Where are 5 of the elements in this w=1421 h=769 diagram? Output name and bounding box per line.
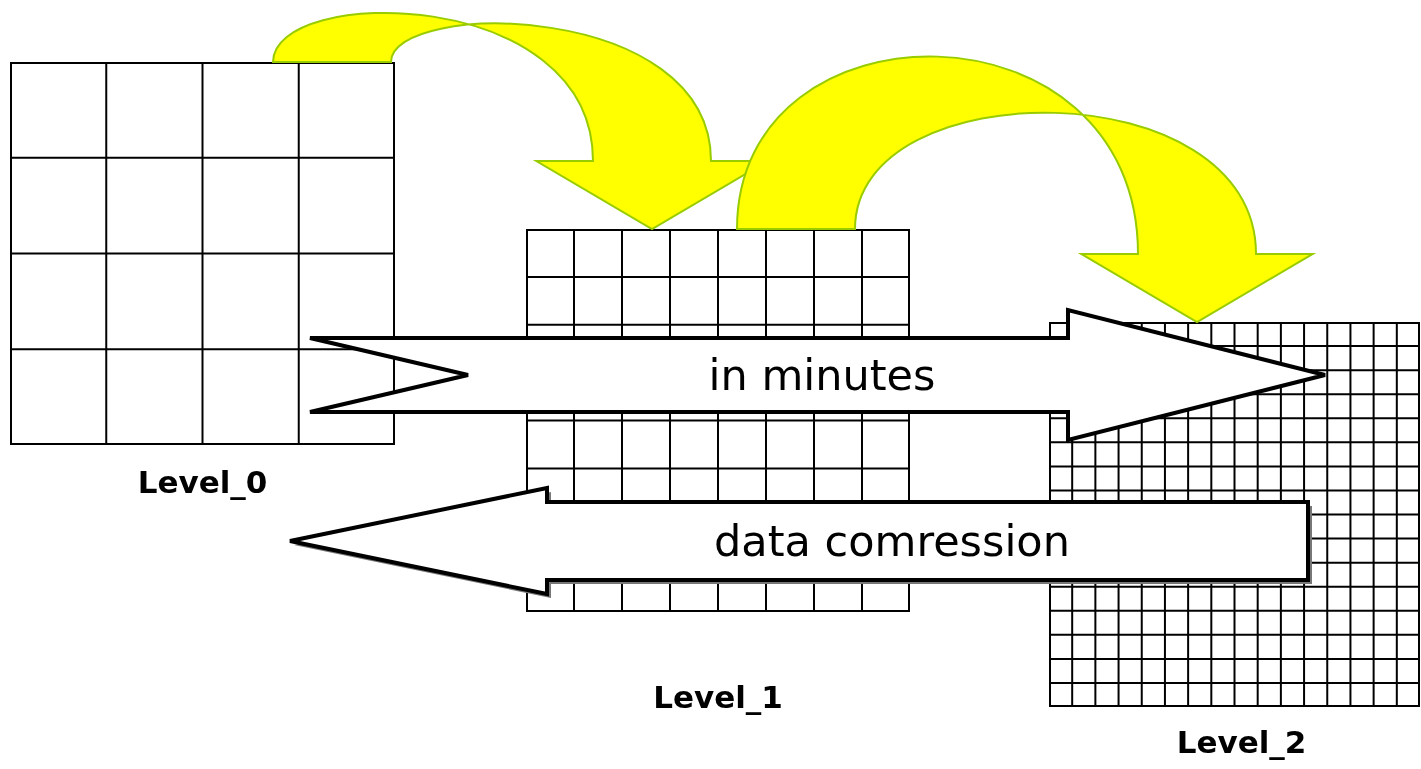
level-label: Level_1: [653, 682, 783, 713]
level-label: Level_0: [137, 467, 268, 498]
block-arrow: [308, 307, 1327, 443]
level-label: Level_2: [1176, 727, 1307, 758]
curved-arrow: [736, 55, 1314, 323]
